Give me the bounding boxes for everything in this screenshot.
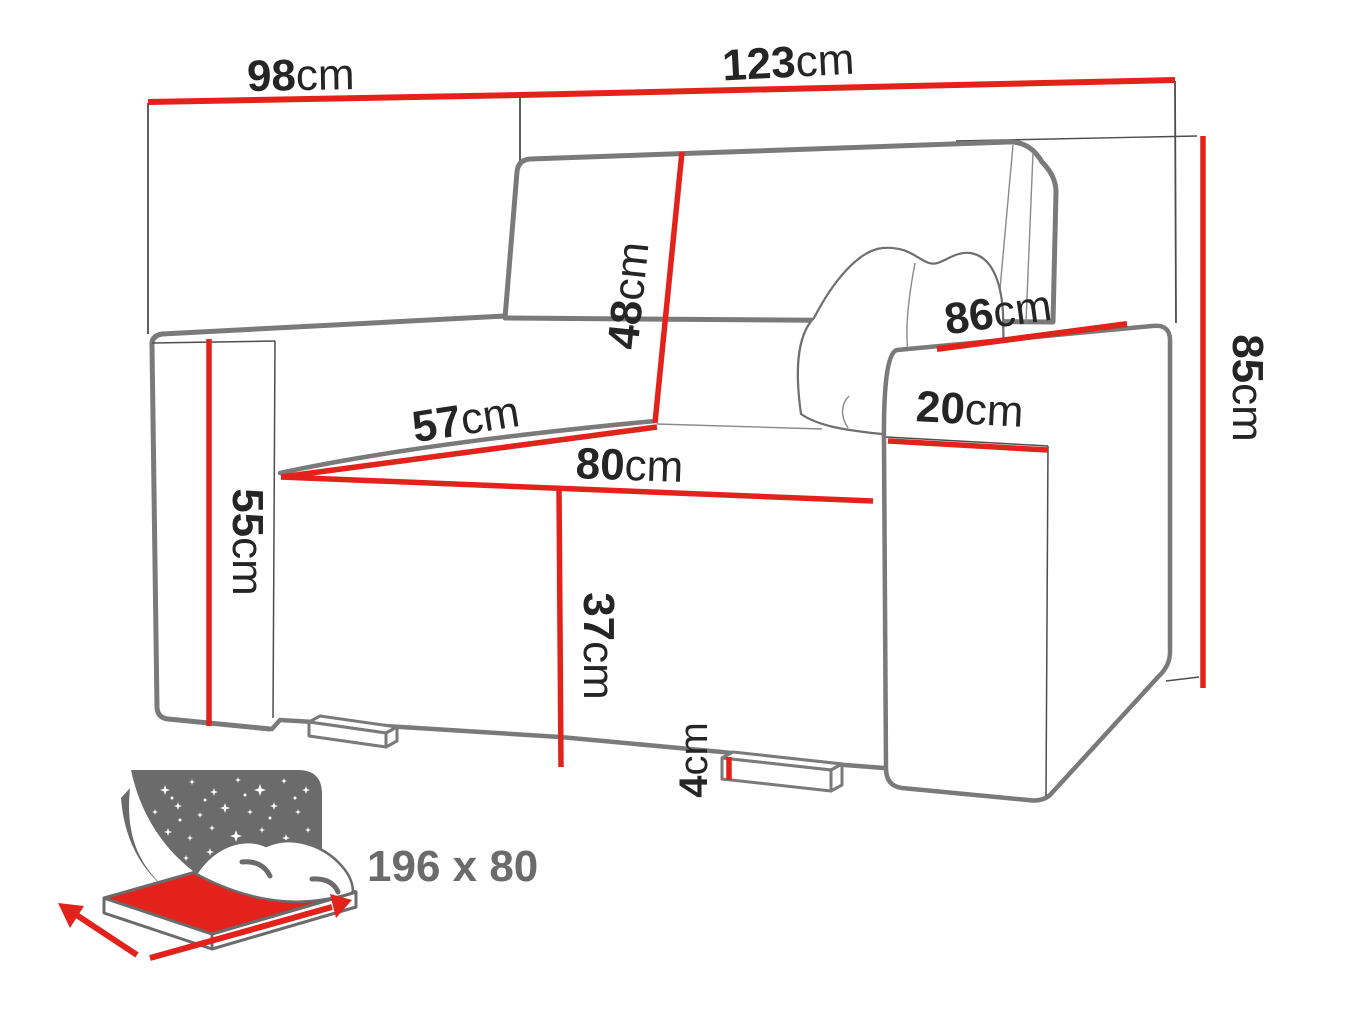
dim-86-line [936, 321, 1128, 352]
dim-20-label: 20cm [915, 382, 1025, 437]
dimension-lines [147, 77, 1206, 780]
left-armrest-front-edge [272, 340, 276, 719]
dim-48-label: 48cm [599, 239, 659, 351]
dim-57-line [280, 424, 658, 480]
left-armrest-top-inner-edge [151, 340, 276, 344]
sleeping-area-icon: 196 x 80 [58, 770, 538, 961]
blanket-fold-2 [309, 876, 341, 895]
star-dot [170, 796, 174, 800]
dim-57-label: 57cm [409, 387, 523, 452]
star-dot [268, 816, 272, 820]
dim-37-label: 37cm [574, 592, 623, 700]
dimension-labels: 98cm 123cm 48cm 86cm 85cm 57cm 20cm 80cm… [223, 35, 1272, 798]
dim-4-label: 4cm [672, 722, 716, 798]
star-dot [178, 818, 182, 822]
right-armrest-front-right-edge [1045, 445, 1049, 797]
dim-123-label: 123cm [721, 35, 855, 91]
sleeping-area-label: 196 x 80 [367, 842, 538, 891]
pillow-crease [906, 262, 916, 353]
seat-back-junction [656, 423, 823, 430]
leg-right-side [829, 762, 844, 793]
blanket-fold-1 [239, 859, 273, 879]
dim-85-label: 85cm [1223, 334, 1272, 442]
star-dot [203, 798, 207, 802]
moon-swoosh [121, 788, 165, 888]
dim-86-label: 86cm [941, 281, 1054, 344]
size-arrows [58, 894, 352, 961]
dim-48-line [652, 151, 685, 424]
right-side-bottom-edge [1165, 676, 1200, 682]
dim-top-line [147, 77, 1176, 105]
star-dot [293, 796, 297, 800]
left-armrest-fill [151, 316, 505, 729]
legs [307, 714, 844, 793]
star-dot [243, 793, 247, 797]
sofa-body [269, 418, 888, 771]
right-armrest-front-top-edge [885, 436, 1049, 447]
length-arrow-head [330, 894, 352, 918]
width-arrow-head [58, 903, 84, 928]
pillow-fold [841, 395, 850, 429]
dim-98-label: 98cm [247, 50, 355, 101]
seat-left-edge [277, 418, 658, 476]
dim-80-label: 80cm [575, 439, 684, 492]
leg-right-front [720, 756, 833, 793]
front-face [281, 476, 883, 768]
blanket [194, 839, 355, 903]
dim-80-line [280, 474, 874, 504]
dim-37-line [556, 487, 564, 768]
star-dot [158, 850, 162, 854]
length-arrow-line [149, 904, 333, 961]
width-arrow-line [70, 909, 139, 958]
wall-right-edge [1174, 80, 1177, 324]
left-armrest-outline [149, 313, 508, 732]
dim-20-line [887, 438, 1049, 453]
dim-55-label: 55cm [223, 488, 272, 596]
left-armrest [149, 313, 508, 732]
leg-left-front [307, 720, 388, 749]
